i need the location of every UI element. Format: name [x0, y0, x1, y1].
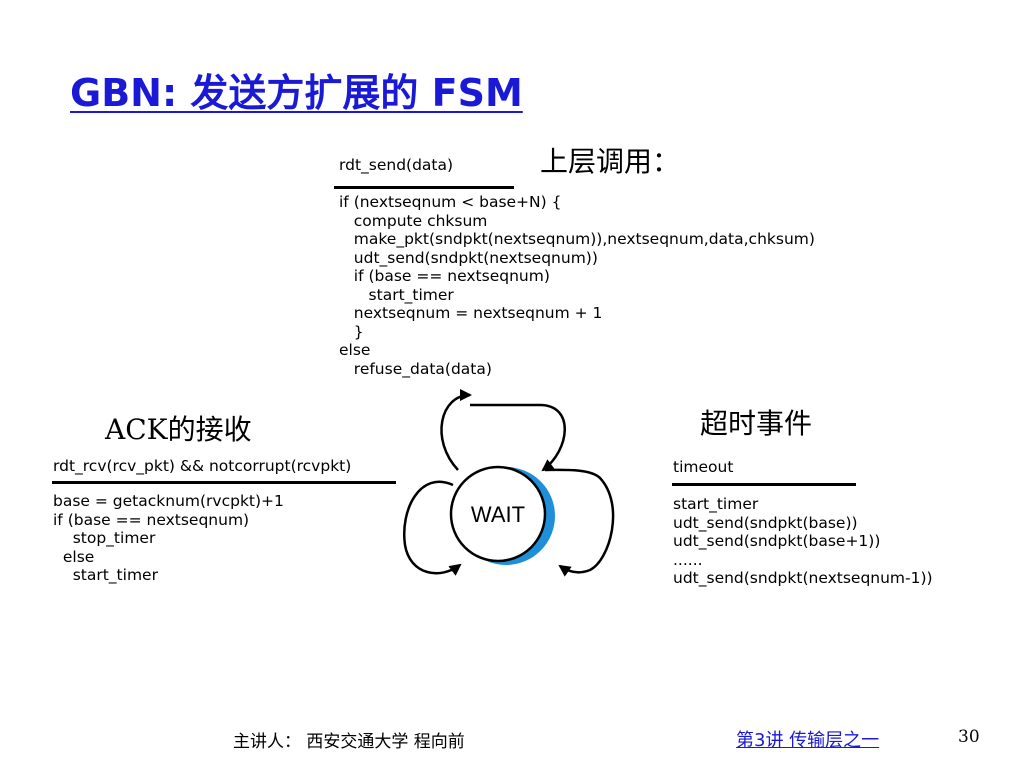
action-line: start_timer: [673, 495, 759, 513]
top-transition-divider: [334, 186, 514, 189]
action-line: udt_send(sndpkt(nextseqnum)): [339, 248, 598, 267]
action-line: udt_send(sndpkt(base)): [673, 513, 858, 532]
state-wait[interactable]: [449, 465, 547, 563]
action-line: compute chksum: [339, 211, 488, 230]
action-line: else: [53, 547, 95, 566]
footer-speaker: 主讲人： 西安交通大学 程向前: [233, 732, 465, 752]
action-line: stop_timer: [53, 529, 156, 547]
action-line: if (nextseqnum < base+N) {: [339, 193, 562, 211]
right-transition-divider: [672, 483, 856, 486]
action-line: base = getacknum(rvcpkt)+1: [53, 492, 284, 510]
upper-call-label: 上层调用：: [540, 145, 681, 178]
left-transition-divider: [52, 481, 396, 484]
left-transition-event: rdt_rcv(rcv_pkt) && notcorrupt(rcvpkt): [53, 457, 352, 475]
action-line: else: [339, 341, 371, 359]
timeout-event-label: 超时事件: [700, 407, 813, 440]
action-line: start_timer: [339, 285, 454, 304]
action-line: refuse_data(data): [339, 359, 492, 378]
action-line: ......: [673, 550, 703, 569]
top-loop-right: [470, 403, 566, 472]
top-transition-event: rdt_send(data): [339, 156, 454, 174]
right-loop: [544, 468, 615, 577]
action-line: if (base == nextseqnum): [339, 267, 550, 285]
action-line: udt_send(sndpkt(nextseqnum-1)): [673, 569, 933, 587]
right-transition-event: timeout: [673, 458, 734, 476]
left-loop: [402, 480, 462, 576]
action-line: if (base == nextseqnum): [53, 510, 250, 529]
lecture-link[interactable]: 第3讲 传输层之一: [736, 730, 880, 751]
action-line: nextseqnum = nextseqnum + 1: [339, 304, 603, 322]
top-transition-actions: if (nextseqnum < base+N) { compute chksu…: [339, 193, 815, 378]
state-wait-label: WAIT: [471, 502, 525, 527]
action-line: }: [339, 322, 364, 341]
page-number: 30: [958, 727, 980, 747]
action-line: udt_send(sndpkt(base+1)): [673, 532, 881, 550]
ack-receive-label: ACK的接收: [105, 413, 252, 446]
action-line: start_timer: [53, 566, 158, 584]
action-line: make_pkt(sndpkt(nextseqnum)),nextseqnum,…: [339, 230, 815, 248]
slide-title: GBN: 发送方扩展的 FSM: [70, 71, 523, 115]
top-loop-left: [440, 389, 472, 471]
